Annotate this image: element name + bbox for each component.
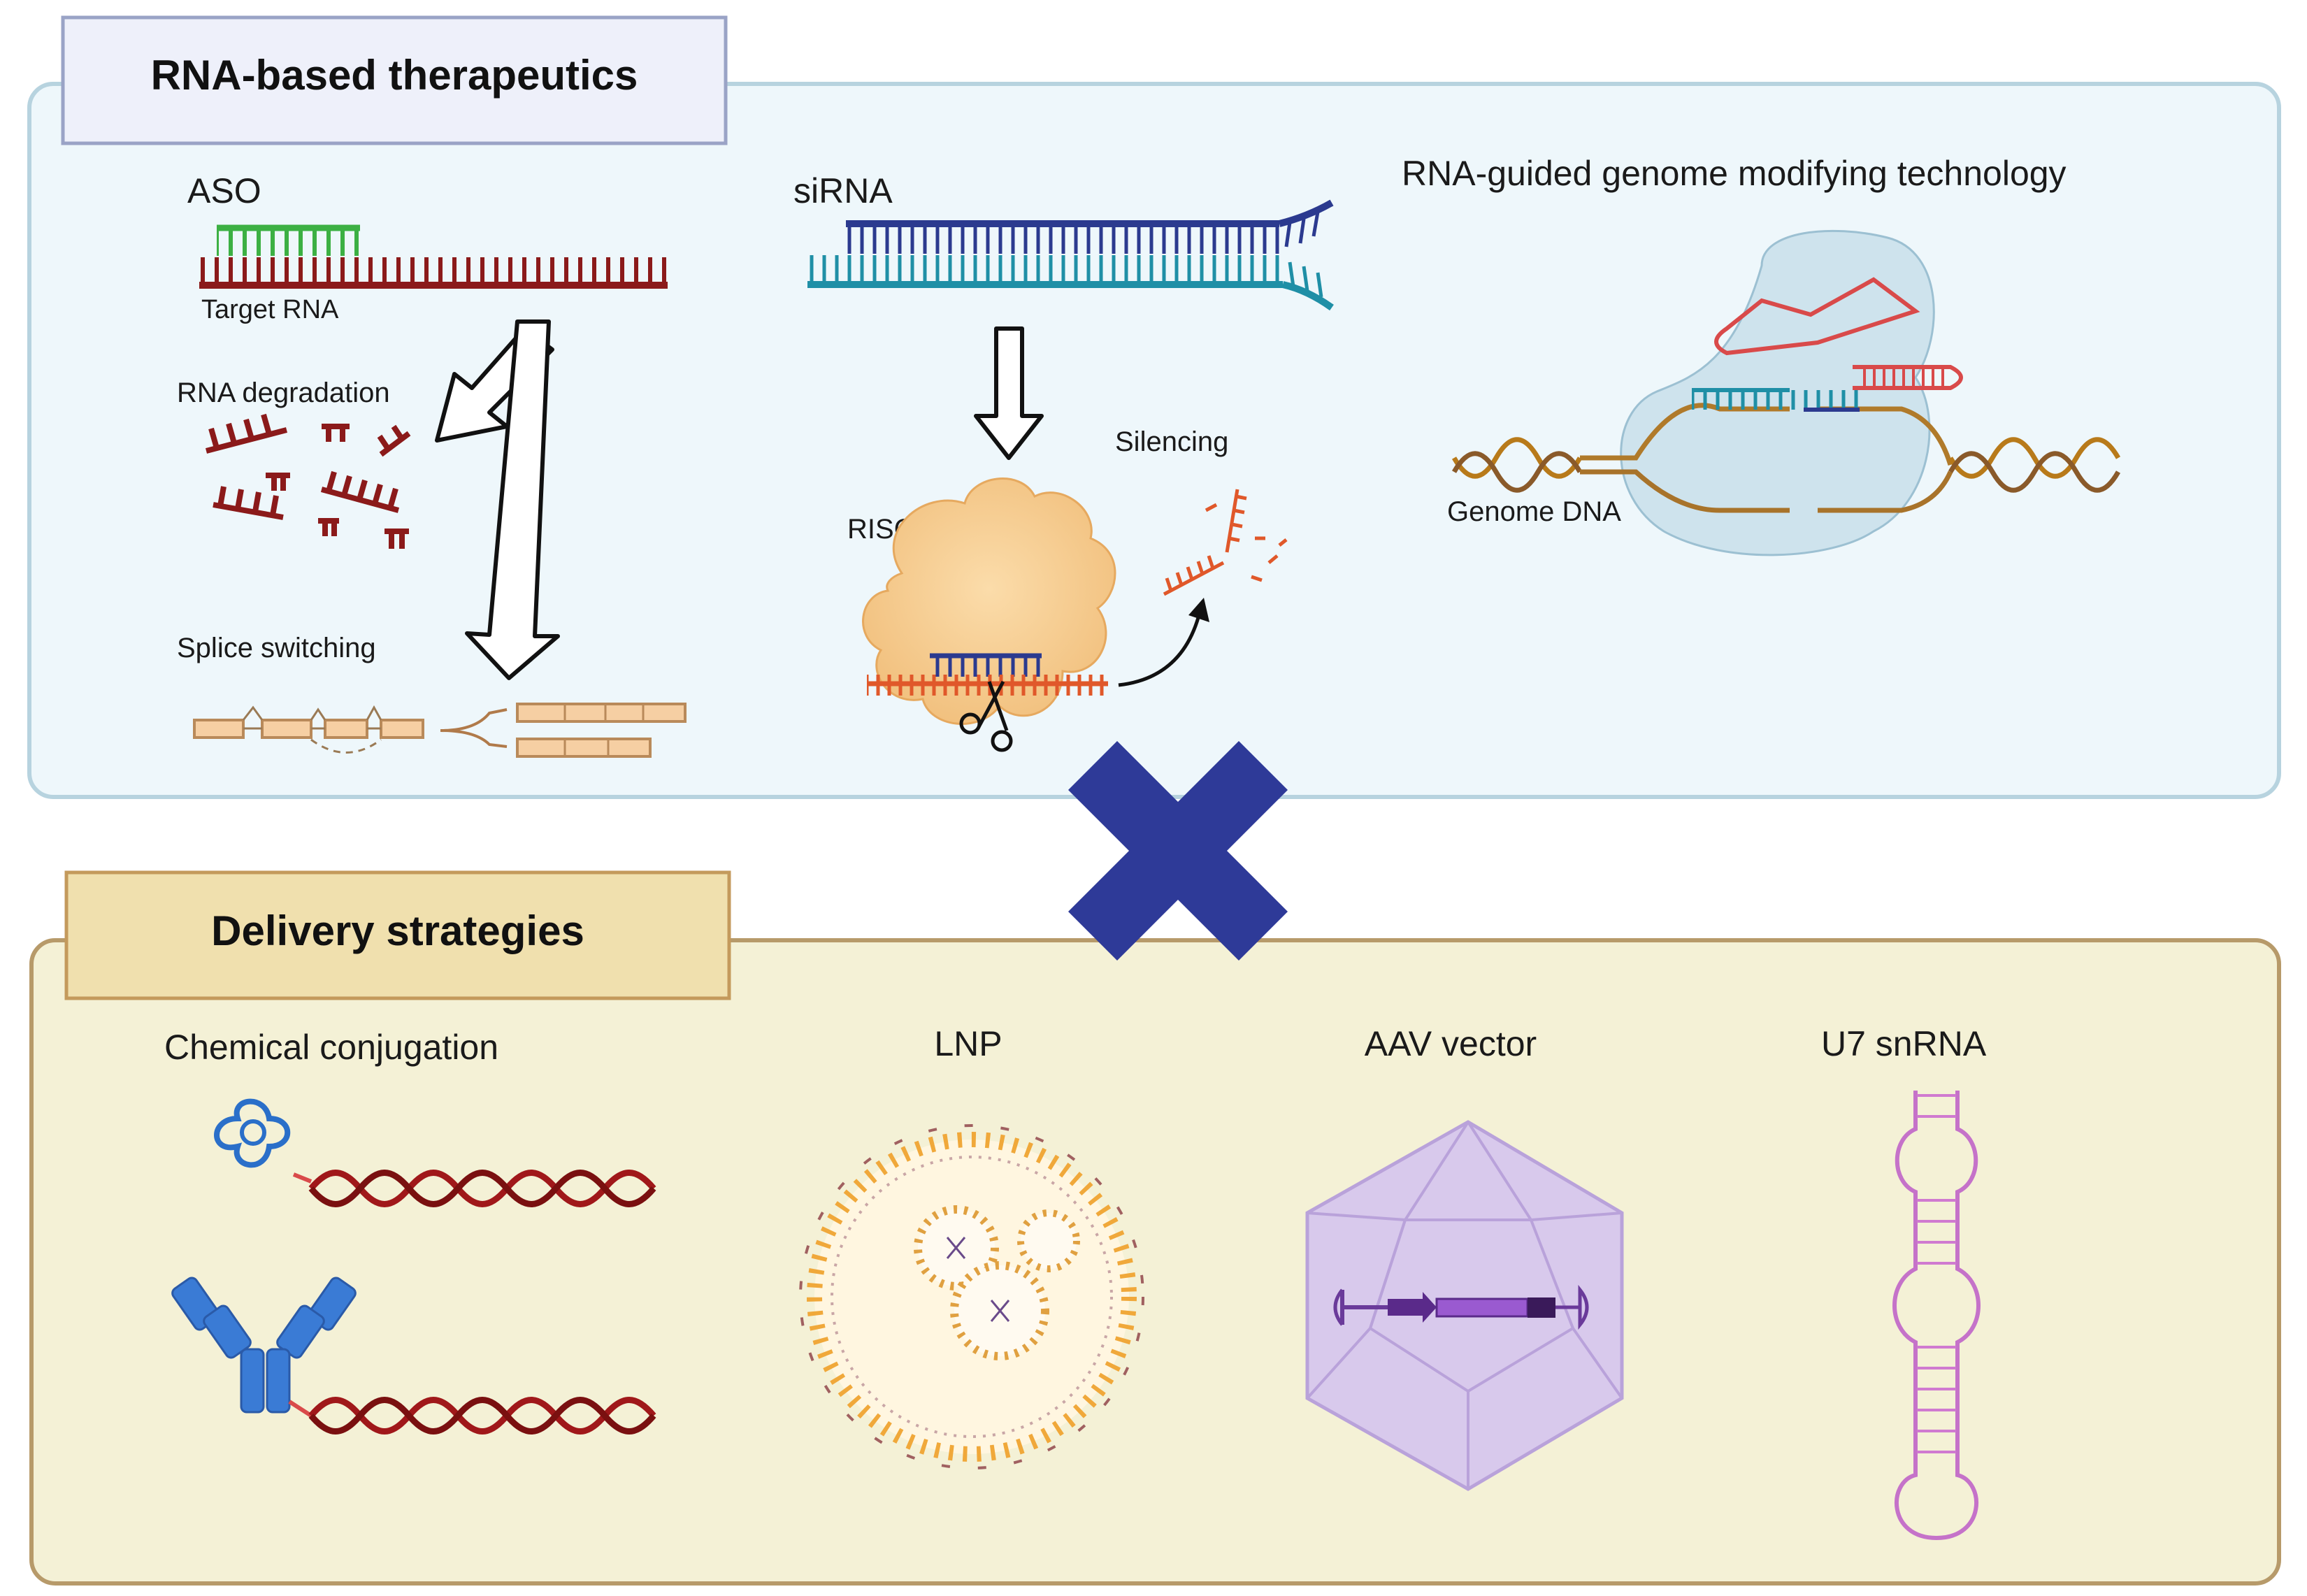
antibody-conjugate xyxy=(171,1277,656,1435)
delivery-title: Delivery strategies xyxy=(211,907,584,954)
arrow-to-risc xyxy=(974,326,1044,460)
rna-fragments xyxy=(205,413,411,549)
aso-heading: ASO xyxy=(187,171,261,210)
genome-dna xyxy=(1451,388,2121,513)
u7-snrna-structure xyxy=(1892,1091,1981,1541)
delivery-panel xyxy=(29,938,2281,1586)
combination-cross-icon xyxy=(1068,741,1288,961)
lnp-particle xyxy=(799,1124,1144,1469)
therapeutics-title: RNA-based therapeutics xyxy=(151,52,638,99)
splice-diagram xyxy=(193,703,687,758)
arrow-to-splice-switching xyxy=(465,319,560,680)
silencing-arrow xyxy=(1118,614,1201,687)
aav-capsid xyxy=(1305,1120,1624,1491)
sirna-duplex xyxy=(807,199,1334,311)
lnp-label: LNP xyxy=(934,1024,1002,1063)
sirna-heading: siRNA xyxy=(793,171,893,210)
risc-complex xyxy=(862,477,1116,725)
genome-dna-label: Genome DNA xyxy=(1447,496,1621,527)
aso-target-rna-strand xyxy=(199,224,668,289)
scissors-icon xyxy=(959,680,1013,752)
guide-rna xyxy=(1714,277,1963,390)
silenced-fragments xyxy=(1163,489,1288,596)
silencing-label: Silencing xyxy=(1115,426,1228,457)
u7-snrna-label: U7 snRNA xyxy=(1821,1024,1987,1063)
aav-vector-label: AAV vector xyxy=(1365,1024,1537,1063)
genome-tech-heading: RNA-guided genome modifying technology xyxy=(1402,154,2067,193)
peptide-conjugate xyxy=(214,1098,656,1207)
target-rna-label: Target RNA xyxy=(201,295,339,324)
delivery-title-box xyxy=(64,870,731,1000)
therapeutics-title-box xyxy=(61,15,728,145)
splice-switching-label: Splice switching xyxy=(177,633,376,663)
silencing-arrowhead xyxy=(1188,598,1209,622)
rna-degradation-label: RNA degradation xyxy=(177,378,390,408)
chemical-conjugation-label: Chemical conjugation xyxy=(164,1028,498,1067)
